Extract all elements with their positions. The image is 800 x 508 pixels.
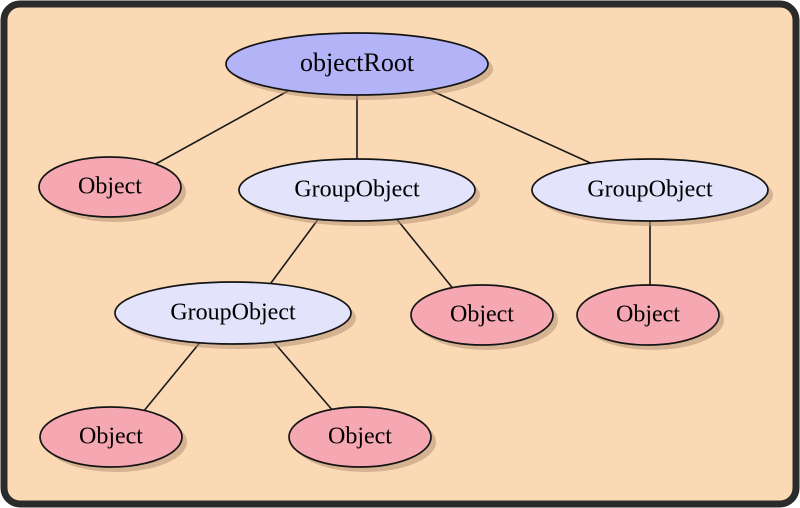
node-obj-a[interactable]: Object — [38, 156, 186, 222]
node-label-obj-g: Object — [79, 424, 143, 450]
node-obj-h[interactable]: Object — [288, 406, 436, 472]
edge-group-d-to-obj-g — [142, 339, 203, 413]
node-label-obj-h: Object — [328, 424, 392, 450]
node-label-root: objectRoot — [300, 48, 415, 77]
node-label-group-b: GroupObject — [294, 177, 420, 203]
edge-group-b-to-group-d — [267, 217, 320, 288]
node-label-group-c: GroupObject — [587, 177, 713, 203]
node-ellipse-group[interactable] — [114, 281, 352, 345]
node-label-group-d: GroupObject — [170, 300, 296, 326]
node-label-obj-a: Object — [78, 174, 142, 200]
node-ellipse-object[interactable] — [576, 284, 720, 346]
edge-group-b-to-obj-e — [394, 216, 456, 292]
node-obj-e[interactable]: Object — [410, 284, 558, 350]
node-obj-f[interactable]: Object — [576, 284, 724, 350]
edge-group-d-to-obj-h — [271, 339, 335, 413]
edges-group — [142, 89, 651, 413]
node-label-obj-f: Object — [616, 302, 680, 328]
node-group-d[interactable]: GroupObject — [114, 281, 356, 349]
node-ellipse-root[interactable] — [225, 32, 489, 96]
node-ellipse-group[interactable] — [531, 158, 769, 222]
edge-root-to-group-c — [429, 89, 598, 167]
node-ellipse-object[interactable] — [288, 406, 432, 468]
node-ellipse-object[interactable] — [39, 406, 183, 468]
node-root[interactable]: objectRoot — [225, 32, 493, 100]
node-group-c[interactable]: GroupObject — [531, 158, 773, 226]
node-ellipse-object[interactable] — [38, 156, 182, 218]
edge-root-to-obj-a — [151, 90, 289, 167]
node-ellipse-group[interactable] — [238, 158, 476, 222]
node-obj-g[interactable]: Object — [39, 406, 187, 472]
node-label-obj-e: Object — [450, 302, 514, 328]
node-ellipse-object[interactable] — [410, 284, 554, 346]
node-group-b[interactable]: GroupObject — [238, 158, 480, 226]
